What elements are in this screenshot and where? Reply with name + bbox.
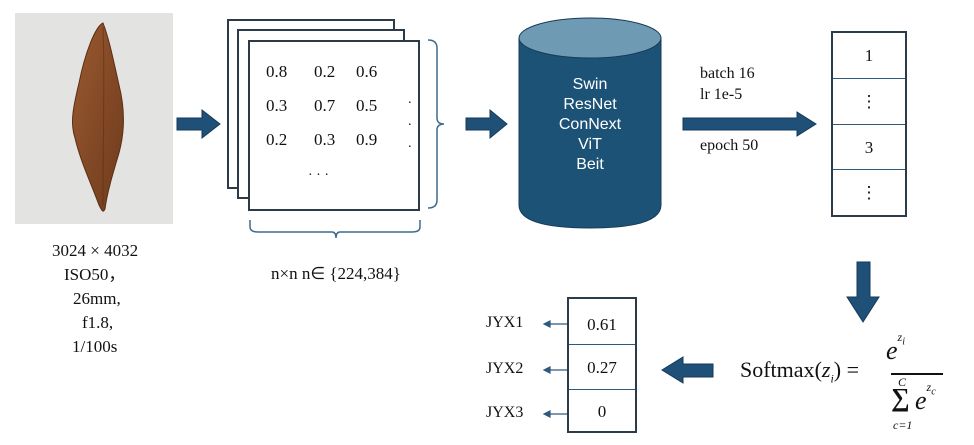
matrix-cell: 0.7 [314, 96, 336, 115]
arrow-left-icon [661, 356, 714, 384]
col-ellipsis: . [408, 136, 412, 151]
sum-lower: c=1 [893, 418, 913, 432]
row-ellipsis: · · · [308, 168, 329, 183]
sum-upper: C [898, 375, 907, 389]
numerator-exp: z [897, 330, 903, 345]
probability-value: 0.61 [587, 315, 617, 334]
logit-cell: 1 [864, 46, 874, 65]
logit-cell: 3 [833, 124, 905, 170]
focal-length-label: 26mm, [73, 289, 121, 308]
model-cylinder [518, 17, 662, 229]
model-name: ResNet [563, 96, 617, 113]
denominator-exp: z [926, 380, 932, 395]
aperture-label: f1.8, [82, 313, 114, 332]
matrix-cell: 0.9 [356, 130, 378, 149]
denominator-exp-sub: c [931, 386, 936, 398]
epoch-label: epoch 50 [700, 137, 759, 154]
learning-rate-label: lr 1e-5 [700, 86, 743, 103]
class-label: JYX1 [486, 314, 524, 331]
sum-symbol: ∑ [891, 383, 910, 412]
denominator: ezc [915, 380, 936, 416]
bracket-bottom-icon [249, 220, 421, 239]
arrow-right-icon [465, 108, 508, 140]
arrow-down-icon [846, 261, 880, 323]
probability-vector: 0.61 0.27 0 [567, 297, 637, 433]
shutter-label: 1/100s [72, 337, 118, 356]
logit-cell: ⋮ [833, 78, 905, 125]
numerator: ezi [886, 330, 905, 366]
softmax-arg-sub: i [830, 371, 834, 386]
input-size-label: n×n n∈ {224,384} [271, 264, 401, 283]
arrow-right-icon [176, 108, 221, 140]
col-ellipsis: . [408, 114, 412, 129]
model-name: ViT [578, 136, 602, 153]
matrix-cell: 0.3 [314, 130, 336, 149]
model-list: Swin ResNet ConNext ViT Beit [520, 75, 660, 175]
class-label: JYX2 [486, 360, 524, 377]
numerator-base: e [886, 336, 898, 365]
batch-size-label: batch 16 [700, 65, 755, 82]
iso-label: ISO50， [64, 265, 126, 284]
matrix-cell: 0.6 [356, 62, 378, 81]
matrix-cell: 0.5 [356, 96, 378, 115]
model-name: Beit [576, 156, 604, 173]
softmax-arg: z [821, 357, 831, 382]
probability-value: 0 [569, 389, 635, 434]
matrix-cell: 0.2 [266, 130, 288, 149]
probability-value: 0.27 [569, 344, 635, 390]
class-label: JYX3 [486, 404, 524, 421]
col-ellipsis: . [408, 92, 412, 107]
logits-vector: 1 ⋮ 3 ⋮ [831, 31, 907, 217]
denominator-base: e [915, 386, 927, 415]
fraction-bar [891, 373, 943, 375]
leaf-icon [71, 22, 124, 212]
class-pointer-arrows [542, 320, 568, 418]
softmax-label: Softmax [740, 357, 815, 382]
matrix-cell: 0.8 [266, 62, 288, 81]
model-name: Swin [572, 76, 608, 93]
logit-cell: ⋮ [833, 169, 905, 216]
matrix-cell: 0.2 [314, 62, 336, 81]
bracket-right-icon [427, 39, 445, 209]
feature-matrix: 0.8 0.2 0.6 0.3 0.7 0.5 0.2 0.3 0.9 . . … [248, 40, 420, 211]
softmax-formula: Softmax(zi) = [740, 357, 860, 386]
arrow-right-icon [682, 111, 817, 137]
resolution-label: 3024 × 4032 [52, 241, 139, 260]
model-name: ConNext [558, 116, 622, 133]
numerator-exp-sub: i [902, 336, 905, 348]
leaf-photo [15, 13, 173, 224]
matrix-cell: 0.3 [266, 96, 288, 115]
